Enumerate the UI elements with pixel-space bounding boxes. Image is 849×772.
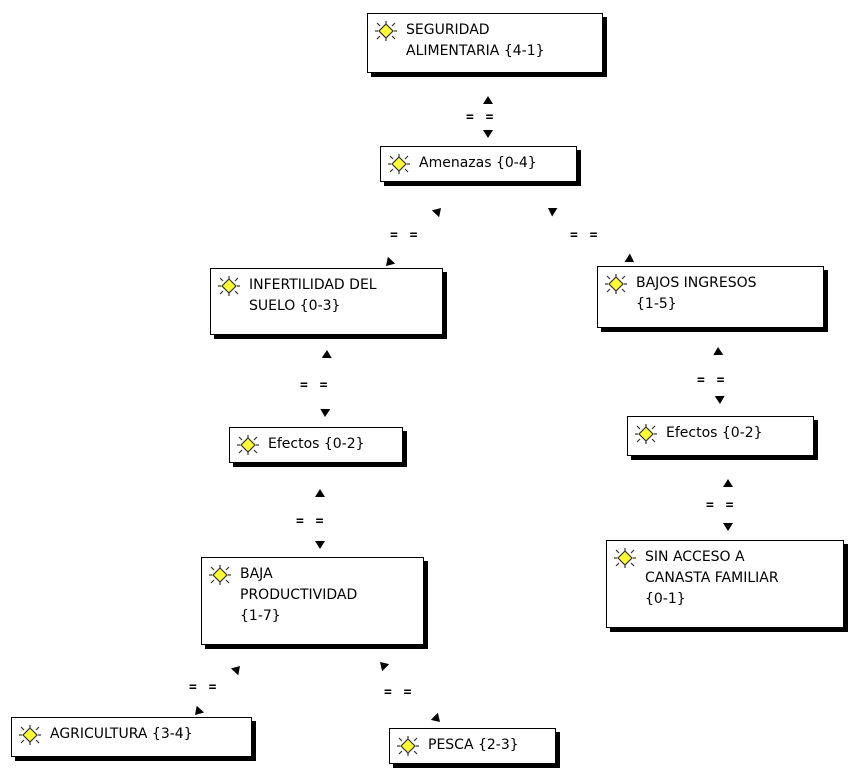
arrow-head bbox=[315, 489, 325, 497]
node-bajos-ingresos[interactable]: BAJOS INGRESOS{1-5} bbox=[597, 266, 824, 328]
star-node-icon bbox=[387, 154, 411, 174]
node-amenazas[interactable]: Amenazas {0-4} bbox=[380, 146, 577, 182]
arrow-head bbox=[315, 541, 325, 549]
star-node-icon bbox=[208, 565, 232, 585]
star-node-icon bbox=[634, 424, 658, 444]
relation-label: = = bbox=[296, 514, 326, 529]
arrow-head bbox=[431, 208, 441, 218]
arrow-head bbox=[723, 523, 733, 531]
node-pesca[interactable]: PESCA {2-3} bbox=[389, 728, 556, 764]
arrow-head bbox=[320, 408, 331, 417]
arrow-head bbox=[195, 705, 205, 715]
star-node-icon bbox=[18, 725, 42, 745]
star-node-icon bbox=[613, 548, 637, 568]
star-node-icon bbox=[604, 274, 628, 294]
node-label: AGRICULTURA {3-4} bbox=[50, 726, 193, 742]
arrow-head bbox=[624, 253, 634, 262]
arrow-head bbox=[483, 130, 493, 138]
arrow-head bbox=[723, 479, 733, 487]
relation-label: = = bbox=[189, 680, 219, 695]
star-node-icon bbox=[396, 736, 420, 756]
node-label: BAJOS INGRESOS{1-5} bbox=[636, 275, 757, 312]
relation-label: = = bbox=[390, 228, 420, 243]
arrow-head bbox=[321, 350, 332, 359]
node-efectos-left[interactable]: Efectos {0-2} bbox=[229, 427, 403, 463]
relation-label: = = bbox=[706, 498, 736, 513]
star-node-icon bbox=[374, 21, 398, 41]
relation-label: = = bbox=[466, 110, 496, 125]
node-label: PESCA {2-3} bbox=[428, 737, 519, 753]
node-efectos-right[interactable]: Efectos {0-2} bbox=[627, 416, 814, 456]
node-label: Amenazas {0-4} bbox=[419, 155, 537, 171]
arrow-head bbox=[386, 256, 396, 266]
relation-label: = = bbox=[300, 378, 330, 393]
arrow-head bbox=[380, 662, 390, 672]
arrow-head bbox=[714, 395, 725, 404]
star-node-icon bbox=[236, 435, 260, 455]
arrow-head bbox=[483, 96, 493, 104]
relation-label: = = bbox=[697, 373, 727, 388]
star-node-icon bbox=[217, 276, 241, 296]
arrow-head bbox=[430, 712, 440, 722]
node-label: Efectos {0-2} bbox=[268, 436, 365, 452]
node-label: Efectos {0-2} bbox=[666, 425, 763, 441]
arrow-head bbox=[230, 666, 240, 676]
relation-label: = = bbox=[570, 228, 600, 243]
arrow-head bbox=[548, 208, 558, 217]
arrow-head bbox=[713, 347, 724, 356]
relation-label: = = bbox=[384, 685, 414, 700]
node-agricultura[interactable]: AGRICULTURA {3-4} bbox=[11, 717, 252, 757]
